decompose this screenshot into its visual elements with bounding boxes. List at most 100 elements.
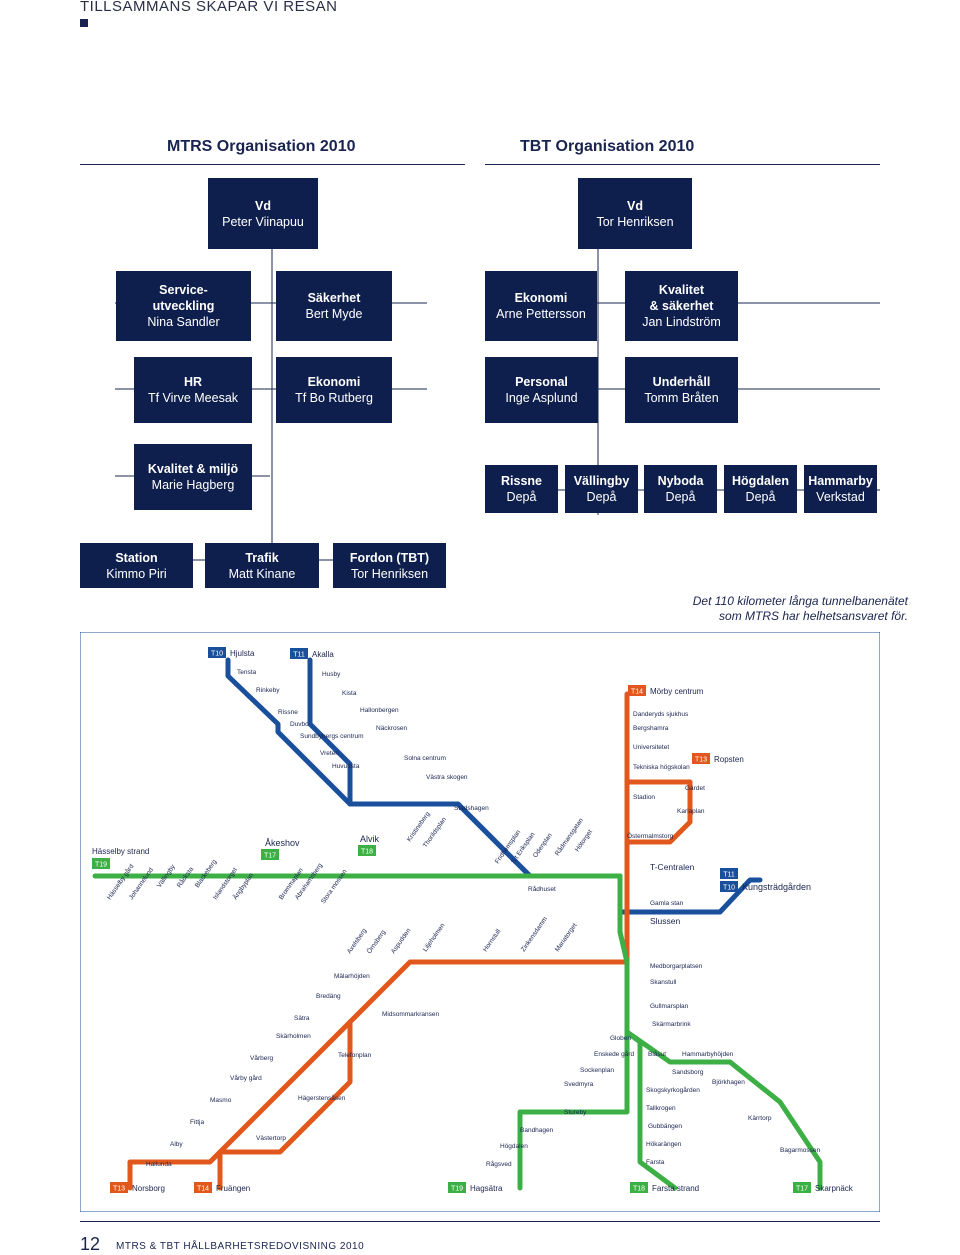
station-label: Sandsborg — [672, 1069, 704, 1076]
station-label: Näckrosen — [376, 725, 407, 732]
line-badge-label: Hjulsta — [230, 649, 255, 658]
tbt-kvalitet-sakerhet-box: Kvalitet & säkerhet Jan Lindström — [625, 271, 738, 341]
network-note: Det 110 kilometer långa tunnelbanenätet … — [693, 594, 908, 624]
station-label: Telefonplan — [338, 1052, 372, 1059]
box-name: Verkstad — [816, 490, 865, 504]
red-line-t14-south — [217, 1019, 353, 1191]
tbt-vd-box: Vd Tor Henriksen — [578, 178, 692, 249]
station-label: Åkeshov — [265, 838, 300, 848]
blue-line-t11 — [307, 657, 353, 807]
tbt-org-title: TBT Organisation 2010 — [520, 138, 695, 155]
line-badge-code: T18 — [633, 1186, 645, 1193]
station-label: Östermalmstorg — [627, 832, 674, 840]
station-label: Masmo — [210, 1097, 232, 1104]
station-label: Skogskyrkogården — [646, 1086, 700, 1094]
station-label: Stadshagen — [454, 805, 489, 812]
line-badge: T18 — [358, 845, 376, 856]
mtrs-hr-box: HR Tf Virve Meesak — [134, 357, 252, 423]
station-label: Gamla stan — [650, 900, 684, 907]
footer-text: MTRS & TBT HÅLLBARHETSREDOVISNING 2010 — [116, 1241, 365, 1252]
line-badge-code: T19 — [95, 862, 107, 869]
box-role: HR — [183, 375, 203, 389]
tbt-ekonomi-box: Ekonomi Arne Pettersson — [485, 271, 597, 341]
red-line-t13-north — [624, 779, 693, 845]
box-role: Personal — [515, 375, 568, 389]
box-name: Arne Pettersson — [496, 307, 586, 321]
station-label: Tallkrogen — [646, 1105, 676, 1112]
station-label: Hässelby strand — [92, 847, 149, 856]
line-badge-code: T19 — [451, 1186, 463, 1193]
station-label: Svedmyra — [564, 1081, 594, 1088]
station-label: Bandhagen — [520, 1127, 554, 1134]
station-label: Hökarängen — [646, 1141, 682, 1148]
section-marker — [80, 19, 88, 27]
line-badge-code: T13 — [695, 757, 707, 764]
mtrs-trafik-box: Trafik Matt Kinane — [205, 543, 319, 588]
box-name: Inge Asplund — [505, 391, 578, 405]
mtrs-serviceutveckling-box: Service- utveckling Nina Sandler — [116, 271, 251, 341]
line-badge-code: T11 — [723, 872, 735, 879]
station-label: Alvik — [360, 834, 380, 844]
line-badge-code: T17 — [796, 1186, 808, 1193]
station-label: Gullmarsplan — [650, 1003, 689, 1010]
tbt-vd-role: Vd — [627, 198, 643, 213]
box-role: Högdalen — [732, 474, 789, 488]
line-badge-code: T10 — [723, 885, 735, 892]
line-badge-label: Norsborg — [132, 1184, 165, 1193]
station-label: Globen — [610, 1035, 631, 1042]
station-label: Vårberg — [250, 1054, 274, 1062]
station-label: Högdalen — [500, 1143, 528, 1150]
line-badge-code: T17 — [264, 853, 276, 860]
box-name: Nina Sandler — [147, 315, 220, 329]
line-badge-code: T11 — [293, 652, 305, 659]
line-badge: T11 — [720, 868, 738, 879]
red-line-t13-south — [127, 1019, 353, 1191]
mtrs-ekonomi-box: Ekonomi Tf Bo Rutberg — [276, 357, 392, 423]
box-role: Kvalitet & miljö — [147, 462, 239, 476]
tbt-hammarby-box: Hammarby Verkstad — [804, 465, 877, 513]
box-role: Hammarby — [808, 474, 873, 488]
station-label: Enskede gård — [594, 1050, 634, 1058]
line-badge: T17 Skarpnäck — [793, 1182, 854, 1193]
line-badge-label: Akalla — [312, 650, 334, 659]
station-label: Solna centrum — [404, 755, 446, 762]
mtrs-fordon-box: Fordon (TBT) Tor Henriksen — [333, 543, 446, 588]
mtrs-vd-role: Vd — [255, 198, 271, 213]
box-name: Depå — [586, 490, 617, 504]
mtrs-vd-box: Vd Peter Viinapuu — [208, 178, 318, 249]
note-line-1: Det 110 kilometer långa tunnelbanenätet — [692, 594, 908, 608]
tbt-underhall-box: Underhåll Tomm Bråten — [625, 357, 738, 423]
box-role: Underhåll — [652, 375, 711, 389]
station-label: Karlaplan — [677, 808, 705, 815]
box-name: Tor Henriksen — [350, 566, 429, 581]
box-name: Tf Bo Rutberg — [295, 391, 373, 405]
station-label: Hallonbergen — [360, 707, 399, 714]
station-label: Bergshamra — [633, 725, 669, 732]
box-role: Trafik — [245, 550, 279, 565]
line-badge-label: Skarpnäck — [815, 1184, 854, 1193]
station-label: Alby — [170, 1141, 183, 1148]
station-label: Mälarhöjden — [334, 973, 370, 980]
line-badge: T11 Akalla — [290, 648, 334, 659]
line-badge-code: T13 — [113, 1186, 125, 1193]
station-label: Farsta — [646, 1159, 665, 1166]
box-role: Säkerhet — [307, 291, 361, 305]
station-label: Hammarbyhöjden — [682, 1051, 734, 1058]
box-name: Matt Kinane — [228, 566, 296, 581]
box-role: Service- utveckling — [152, 283, 215, 313]
tbt-hogdalen-box: Högdalen Depå — [724, 465, 797, 513]
section-title: TILLSAMMANS SKAPAR VI RESAN — [80, 0, 338, 15]
green-line-central — [617, 873, 630, 1035]
mtrs-sakerhet-box: Säkerhet Bert Myde — [276, 271, 392, 341]
station-label: Fittja — [190, 1119, 204, 1126]
station-label: Stureby — [564, 1109, 587, 1116]
station-label: Skärholmen — [276, 1033, 311, 1040]
station-label: Vreten — [320, 750, 339, 757]
line-badge-label: Farsta strand — [652, 1184, 699, 1193]
line-badge-code: T14 — [197, 1186, 209, 1193]
tbt-nyboda-box: Nyboda Depå — [644, 465, 717, 513]
